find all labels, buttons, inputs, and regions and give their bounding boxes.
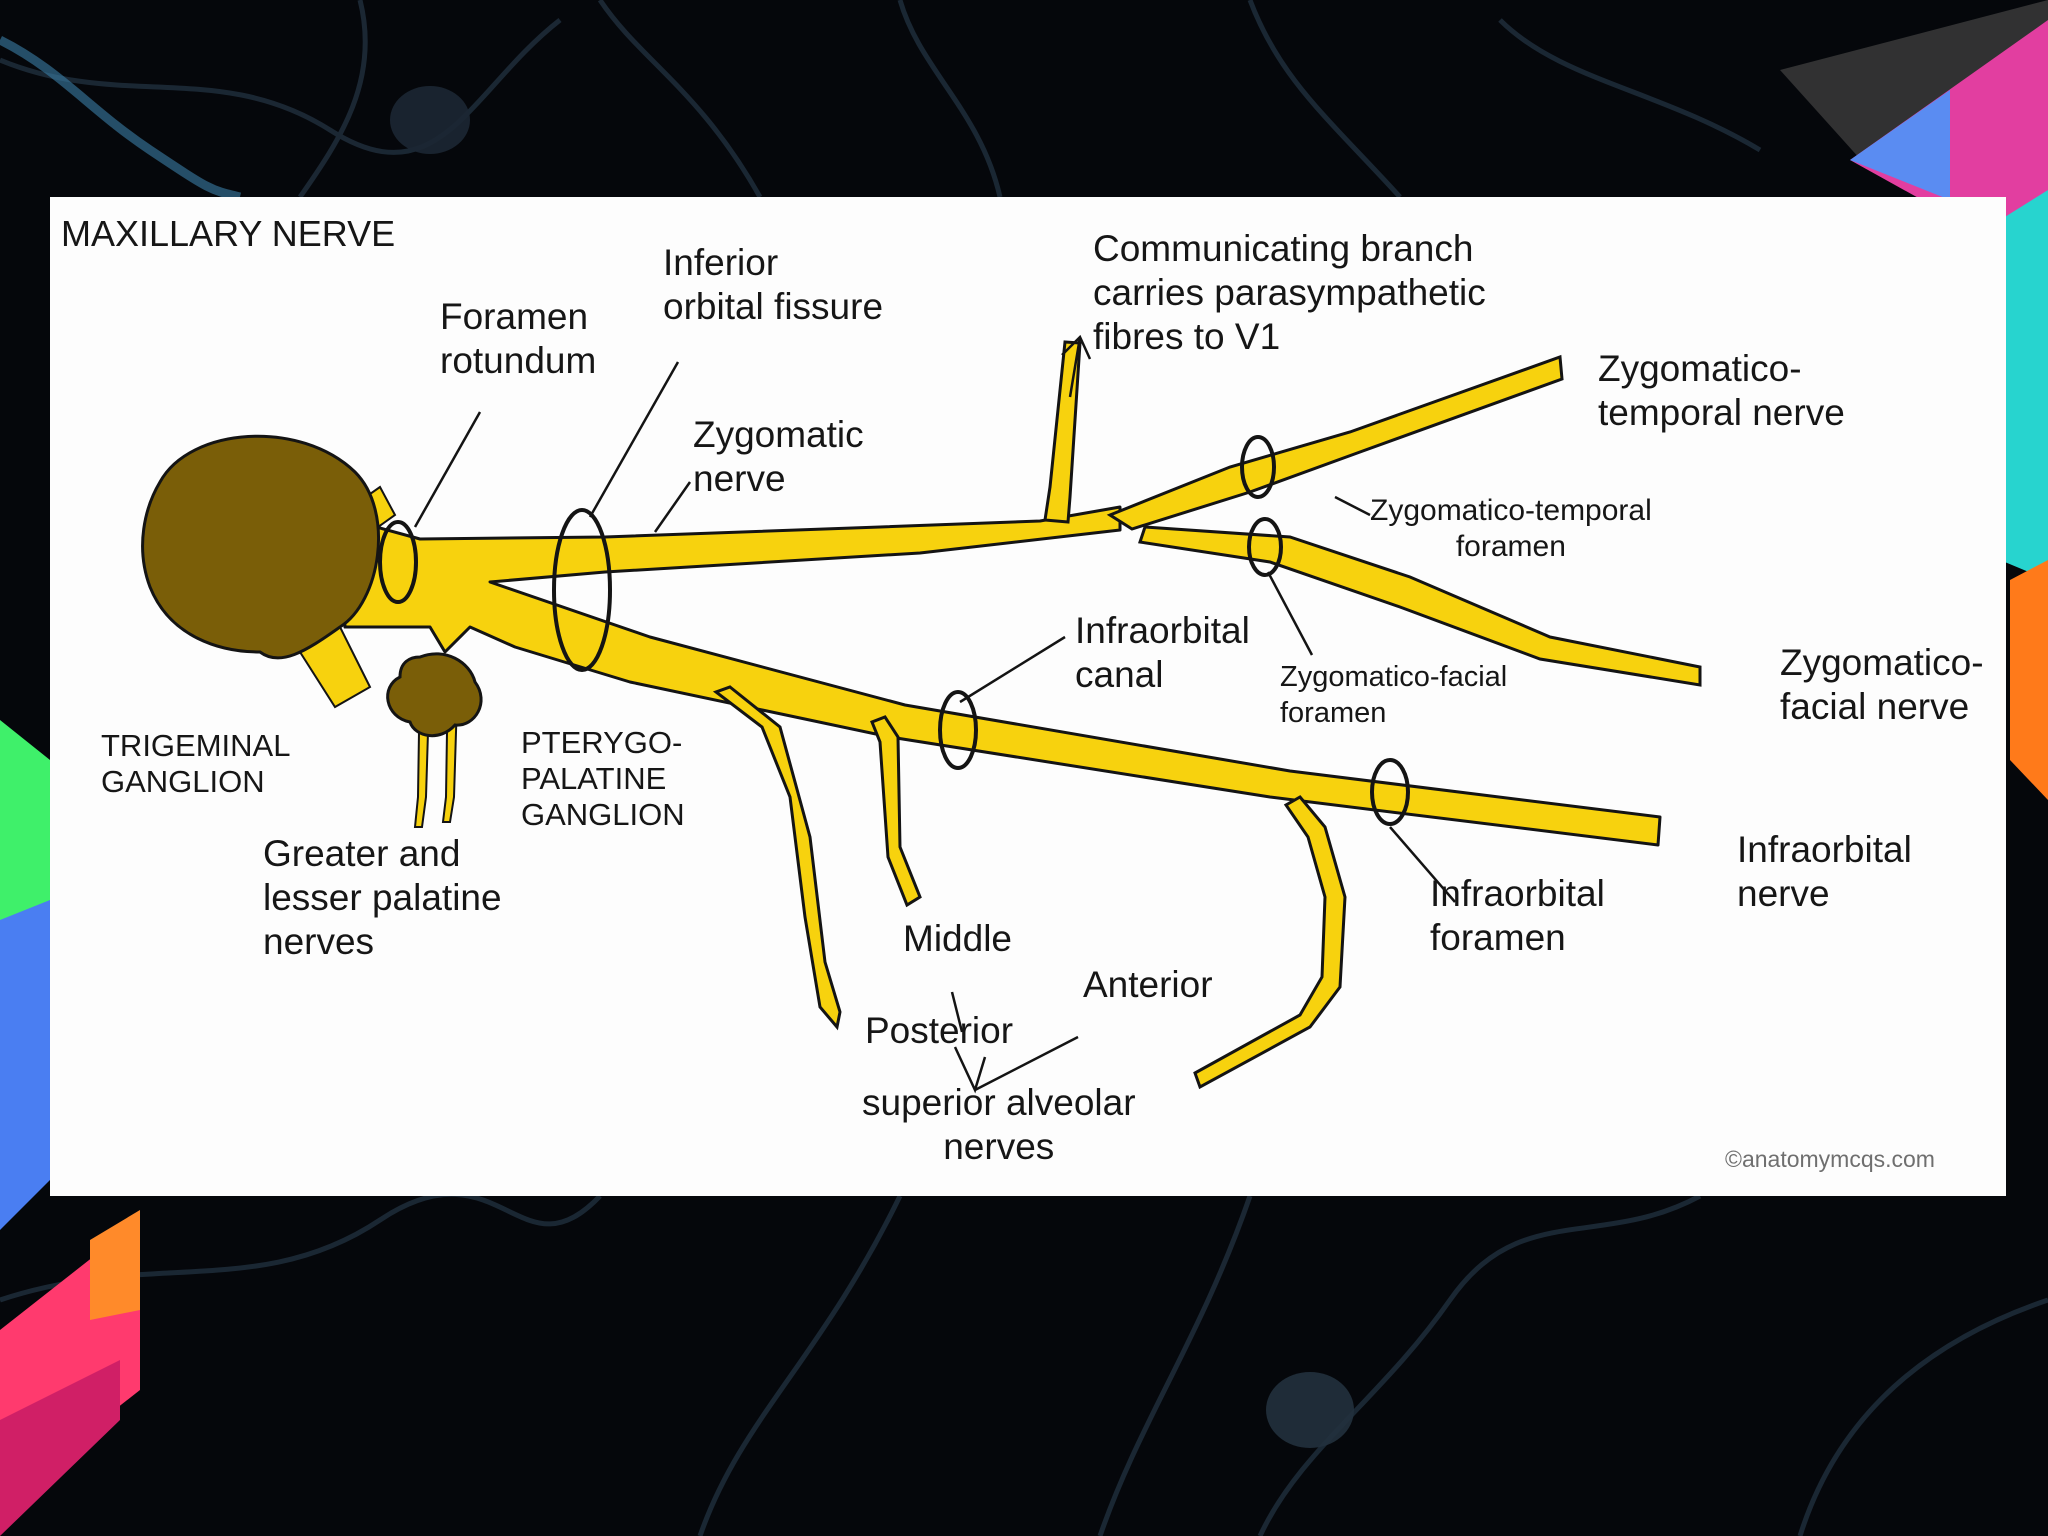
- label-communicating-branch: Communicating branch carries parasympath…: [1093, 227, 1486, 359]
- pterygopalatine-ganglion: [388, 654, 481, 736]
- label-superior-alveolar-nerves: superior alveolar nerves: [862, 1081, 1136, 1169]
- label-infraorbital-foramen: Infraorbital foramen: [1430, 872, 1605, 960]
- anterior-alveolar-branch: [1195, 797, 1345, 1087]
- label-infraorbital-nerve: Infraorbital nerve: [1737, 828, 1912, 916]
- label-posterior: Posterior: [865, 1009, 1013, 1053]
- diagram-panel: MAXILLARY NERVE Foramen rotundum Inferio…: [50, 197, 2006, 1196]
- label-zygomatico-temporal-nerve: Zygomatico- temporal nerve: [1598, 347, 1845, 435]
- label-zygomatico-facial-nerve: Zygomatico- facial nerve: [1780, 641, 1984, 729]
- credit-watermark: ©anatomymcqs.com: [1725, 1137, 1935, 1181]
- label-zygomatico-facial-foramen: Zygomatico-facial foramen: [1280, 659, 1507, 731]
- label-inferior-orbital-fissure: Inferior orbital fissure: [663, 241, 883, 329]
- middle-alveolar-branch: [872, 717, 920, 905]
- trigeminal-ganglion: [143, 436, 379, 658]
- label-trigeminal-ganglion: TRIGEMINAL GANGLION: [101, 728, 290, 800]
- label-pterygopalatine-ganglion: PTERYGO- PALATINE GANGLION: [521, 725, 685, 833]
- label-zygomatic-nerve: Zygomatic nerve: [693, 413, 864, 501]
- label-palatine-nerves: Greater and lesser palatine nerves: [263, 832, 502, 964]
- label-infraorbital-canal: Infraorbital canal: [1075, 609, 1250, 697]
- diagram-title: MAXILLARY NERVE: [61, 212, 395, 256]
- label-anterior: Anterior: [1083, 963, 1213, 1007]
- label-zygomatico-temporal-foramen: Zygomatico-temporal foramen: [1370, 493, 1652, 565]
- posterior-alveolar-branch: [716, 687, 840, 1027]
- label-middle: Middle: [903, 917, 1012, 961]
- label-foramen-rotundum: Foramen rotundum: [440, 295, 596, 383]
